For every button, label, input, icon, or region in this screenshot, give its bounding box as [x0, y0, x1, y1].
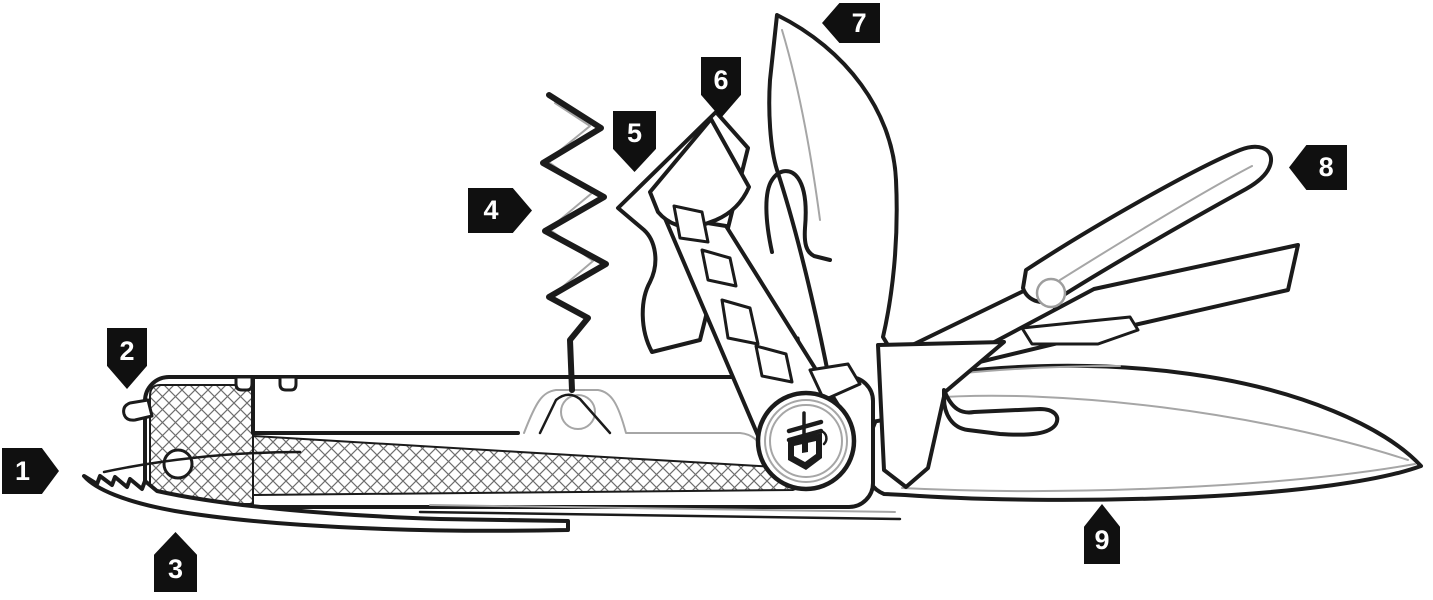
- callout-2-number: 2: [119, 335, 135, 366]
- blade-tang: [876, 340, 1060, 489]
- gerber-sword-logo-icon: [786, 411, 828, 470]
- pivot-bracket: [808, 362, 862, 402]
- lanyard-hole: [162, 448, 194, 480]
- pivot: [755, 390, 857, 492]
- callout-5-number: 5: [626, 118, 643, 149]
- scissors-pivot: [1035, 277, 1067, 309]
- lock-tab: [122, 398, 154, 422]
- lock-notch: [234, 375, 254, 392]
- callout-3-number: 3: [167, 554, 184, 585]
- corkscrew: [538, 92, 612, 435]
- knife-blade: [852, 363, 1423, 502]
- handle-ring: [560, 394, 596, 430]
- lock-notch: [278, 375, 298, 392]
- callout-9-number: 9: [1094, 524, 1110, 555]
- hammer-arm: [648, 117, 842, 447]
- callout-8-number: 8: [1318, 152, 1334, 182]
- handle-scales: [143, 375, 902, 521]
- callout-1-number: 1: [15, 455, 31, 486]
- callout-4-number: 4: [483, 195, 499, 225]
- pry-jaw: [82, 450, 570, 533]
- callout-6-number: 6: [713, 64, 729, 95]
- callout-7-number: 7: [851, 7, 867, 38]
